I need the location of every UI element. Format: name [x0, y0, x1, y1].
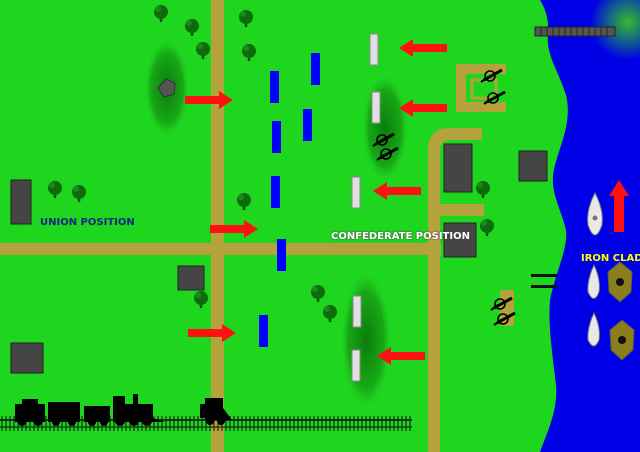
union-unit[interactable] [259, 315, 268, 347]
tree-icon [72, 185, 86, 202]
gun-emplacement [470, 78, 498, 100]
arrow-icon [399, 39, 447, 57]
gunboat-icon[interactable] [607, 261, 633, 303]
union-unit[interactable] [271, 176, 280, 208]
gunboat-icon[interactable] [609, 319, 635, 361]
ironclad-icon[interactable] [587, 311, 600, 347]
confederate-unit[interactable] [369, 33, 379, 66]
tree-icon [185, 19, 199, 36]
union-unit[interactable] [270, 71, 279, 103]
woods-center [361, 73, 409, 183]
tree-icon [323, 305, 337, 322]
woods-south [340, 270, 392, 410]
tree-icon [239, 10, 253, 27]
confederate-units [351, 33, 381, 382]
tree-icon [194, 291, 208, 308]
union-unit[interactable] [272, 121, 281, 153]
train-icon [15, 394, 232, 426]
buildings [10, 143, 548, 374]
arrow-icon [373, 182, 421, 200]
arrow-icon [185, 91, 233, 109]
tree-icon [480, 219, 494, 236]
tree-icon [242, 44, 256, 61]
arrow-icon [609, 180, 629, 232]
roads [0, 0, 514, 452]
tree-icon [154, 5, 168, 22]
confederate-unit[interactable] [352, 295, 362, 328]
tree-icon [48, 181, 62, 198]
ironclad-icon[interactable] [587, 263, 600, 299]
union-units [259, 53, 320, 347]
confederate-unit[interactable] [351, 176, 361, 209]
trees [48, 5, 494, 322]
confederate-unit[interactable] [371, 91, 381, 124]
tree-icon [311, 285, 325, 302]
tree-icon [476, 181, 490, 198]
dock [531, 274, 557, 288]
union-position-label: UNION POSITION [40, 217, 135, 228]
union-unit[interactable] [311, 53, 320, 85]
ironclad-icon[interactable] [587, 191, 603, 236]
tree-icon [237, 193, 251, 210]
tree-icon [196, 42, 210, 59]
confederate-position-label: CONFEDERATE POSITION [331, 231, 470, 242]
bridge-icon [534, 26, 616, 37]
union-unit[interactable] [303, 109, 312, 141]
confederate-unit[interactable] [351, 349, 361, 382]
attack-arrows [185, 39, 629, 365]
ironclads-label: IRON CLADS [581, 253, 640, 264]
union-unit[interactable] [277, 239, 286, 271]
fleet [587, 191, 635, 361]
rock [157, 78, 176, 98]
